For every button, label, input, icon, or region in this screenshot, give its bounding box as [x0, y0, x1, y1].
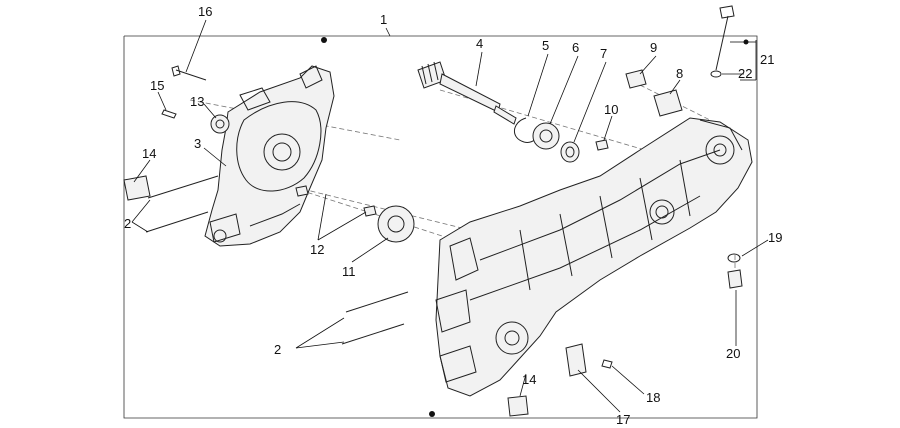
label-part-1: 1 [380, 12, 387, 27]
reference-dot-bottom [429, 411, 435, 417]
assembly-frame-outline [123, 35, 758, 419]
label-part-2-lower: 2 [274, 342, 281, 357]
dowel-pin [595, 139, 609, 151]
reference-dot-top [321, 37, 327, 43]
leader-lines [131, 19, 769, 413]
seal-small [210, 114, 230, 134]
label-part-5: 5 [542, 38, 549, 53]
bolt-long [171, 65, 207, 81]
silent-block-upper [123, 175, 151, 201]
label-part-20: 20 [726, 346, 740, 361]
label-part-19: 19 [768, 230, 782, 245]
label-part-4: 4 [476, 36, 483, 51]
label-part-12: 12 [310, 242, 324, 257]
bushing [625, 69, 647, 89]
label-part-18: 18 [646, 390, 660, 405]
bearing-large [377, 205, 415, 243]
bushing-large [653, 89, 683, 117]
label-part-21: 21 [760, 52, 774, 67]
small-pin [161, 109, 177, 119]
label-part-17: 17 [616, 412, 630, 427]
label-part-8: 8 [676, 66, 683, 81]
shaft-gear [417, 61, 517, 125]
cover-plate [565, 343, 587, 377]
label-part-22: 22 [738, 66, 752, 81]
label-part-16: 16 [198, 4, 212, 19]
label-part-10: 10 [604, 102, 618, 117]
silent-block-lower [507, 395, 529, 417]
label-part-13: 13 [190, 94, 204, 109]
dowel-pin-lower [363, 205, 377, 217]
dipstick [715, 5, 735, 71]
bearing [532, 122, 560, 150]
label-part-14-lower: 14 [522, 372, 536, 387]
label-part-9: 9 [650, 40, 657, 55]
dowel-pin-upper [295, 185, 309, 197]
dipstick-o-ring [710, 70, 722, 78]
oil-seal [560, 141, 580, 163]
washer [727, 253, 741, 263]
label-part-15: 15 [150, 78, 164, 93]
label-part-11: 11 [342, 264, 356, 279]
studs [145, 175, 409, 345]
label-part-3: 3 [194, 136, 201, 151]
label-part-14-upper: 14 [142, 146, 156, 161]
plate-screw [601, 359, 613, 369]
drain-plug [727, 269, 743, 289]
label-part-2-upper: 2 [124, 216, 131, 231]
left-crankcase-half [204, 65, 335, 247]
main-crankcase [435, 117, 753, 397]
label-part-7: 7 [600, 46, 607, 61]
label-part-6: 6 [572, 40, 579, 55]
